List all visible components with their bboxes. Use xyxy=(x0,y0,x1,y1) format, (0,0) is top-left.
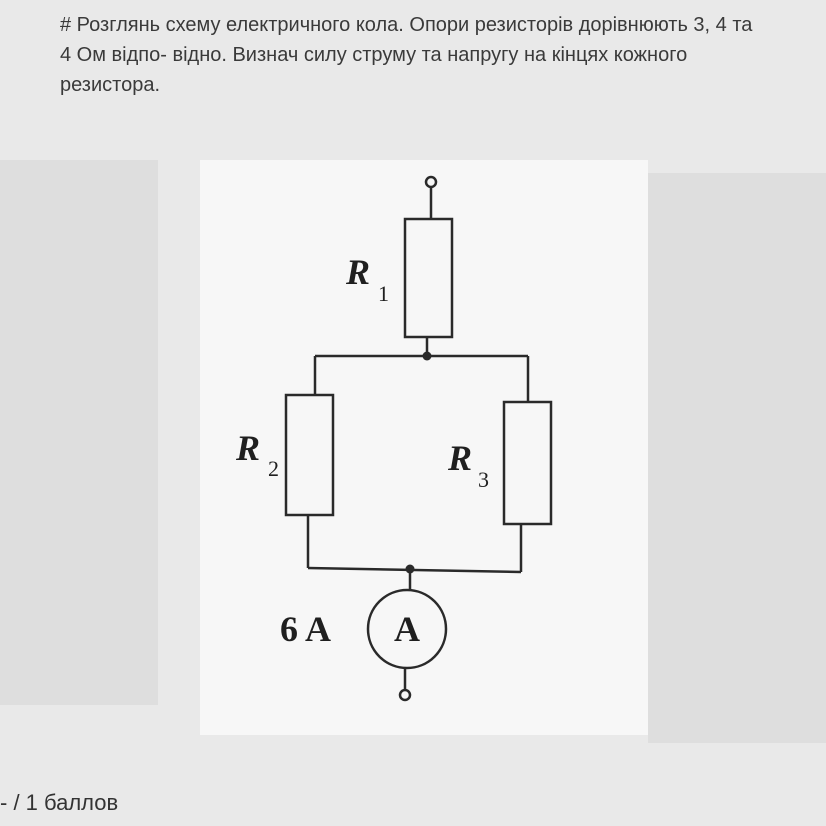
r2-label: R xyxy=(235,428,260,468)
r3-label: R xyxy=(447,438,472,478)
ammeter-symbol: A xyxy=(394,609,420,649)
resistor-r2 xyxy=(284,393,335,517)
junction-bottom xyxy=(405,564,415,574)
ammeter-reading: 6 A xyxy=(280,609,331,649)
bottom-terminal xyxy=(398,688,412,702)
top-terminal xyxy=(424,175,438,189)
r1-label: R xyxy=(345,252,370,292)
score-text: - / 1 баллов xyxy=(0,790,119,815)
right-panel xyxy=(648,173,826,743)
r1-subscript: 1 xyxy=(378,281,389,306)
resistor-r3 xyxy=(502,400,553,526)
question-text: # Розглянь схему електричного кола. Опор… xyxy=(60,14,753,96)
r3-subscript: 3 xyxy=(478,467,489,492)
bottom-bus-wire xyxy=(307,566,522,574)
ammeter-circle xyxy=(366,588,448,670)
junction-top xyxy=(422,351,432,361)
resistor-r1 xyxy=(403,217,454,339)
r2-subscript: 2 xyxy=(268,456,279,481)
left-panel xyxy=(0,160,158,705)
